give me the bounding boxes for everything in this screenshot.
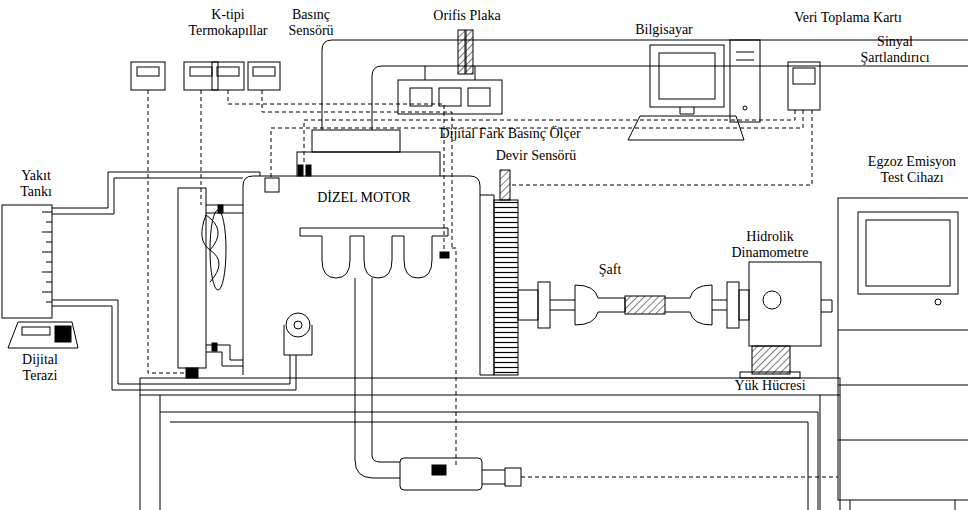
part-label: Orifis Plaka: [433, 8, 500, 24]
part-label: Şaft: [599, 262, 622, 278]
computer: [628, 40, 820, 140]
sensor-label: Devir Sensörü: [496, 148, 577, 164]
intake-duct: [322, 30, 968, 130]
device-label: Veri Toplama Kartı: [794, 10, 902, 26]
test-bench: [140, 378, 840, 510]
fuel-system: [2, 172, 296, 390]
instrument-label: K-tipi Termokapıllar: [178, 7, 278, 39]
thermocouple-displays: [131, 62, 280, 90]
part-label: Yük Hücresi: [734, 378, 805, 394]
device-label: Egzoz Emisyon Test Cihazı: [862, 154, 962, 186]
signal-wiring: [148, 90, 838, 477]
device-label: Dijital Fark Basınç Ölçer: [439, 126, 580, 142]
diesel-engine: [243, 130, 521, 490]
radiator: [178, 188, 243, 378]
device-label: Hidrolik Dinamometre: [722, 229, 818, 261]
device-label: Bilgisayar: [635, 22, 693, 38]
drivetrain: [480, 170, 832, 378]
engine-label: DİZEL MOTOR: [317, 190, 411, 206]
part-label: Yakıt Tankı: [5, 168, 67, 200]
sensor-label: Basınç Sensörü: [275, 7, 347, 39]
device-label: Sinyal Şartlandırıcı: [849, 34, 941, 66]
emission-analyser: [838, 198, 968, 510]
device-label: Dijital Terazi: [5, 352, 75, 384]
